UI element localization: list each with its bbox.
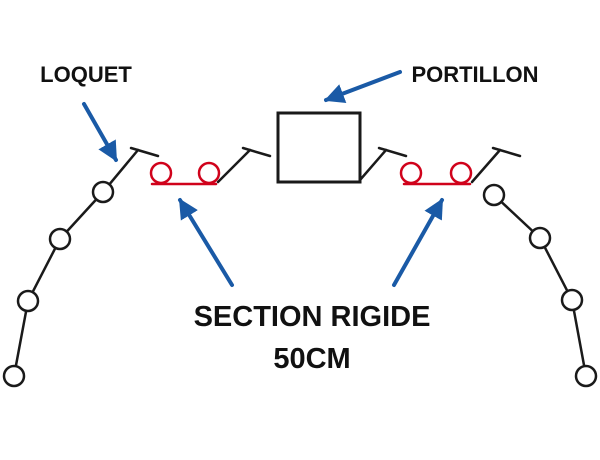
right-joint-3 [560,288,584,312]
right-rigid-section [399,161,473,186]
right-inner-link-line [358,148,388,182]
left-rigid-joint-1 [149,161,173,185]
left-latch-bar [129,146,160,158]
right-inner-latch-bar [377,146,408,158]
latch-arrow [82,102,118,162]
gate-box [276,111,362,184]
callout-arrows [82,70,444,287]
right-latch-bar [491,146,522,158]
right-rigid-joint-2 [449,161,473,185]
right-joint-4 [574,364,598,388]
right-joint-1 [482,183,506,207]
left-inner-link [216,146,272,184]
gate-label: PORTILLON [411,62,538,87]
left-rigid-section [149,161,221,186]
right-chain-links [492,193,588,378]
right-inner-link [358,146,408,182]
left-joint-2 [16,289,40,313]
right-rigid-arrow [392,198,444,287]
left-joint-1 [2,364,26,388]
right-joint-2 [528,226,552,250]
left-joint-4 [91,180,115,204]
latch-label: LOQUET [40,62,132,87]
left-joint-3 [48,227,72,251]
right-outer-link-line [470,148,502,184]
left-inner-link-line [216,148,252,184]
left-rigid-arrow [178,198,234,287]
right-chain [470,146,598,388]
rigid-section-length-label: 50CM [273,343,350,375]
rigid-section-label: SECTION RIGIDE [194,301,431,333]
left-rigid-joint-2 [197,161,221,185]
left-chain [2,146,160,388]
left-inner-latch-bar [241,146,272,158]
left-chain-links [12,148,140,378]
gate-arrow [324,70,402,103]
right-rigid-joint-1 [399,161,423,185]
